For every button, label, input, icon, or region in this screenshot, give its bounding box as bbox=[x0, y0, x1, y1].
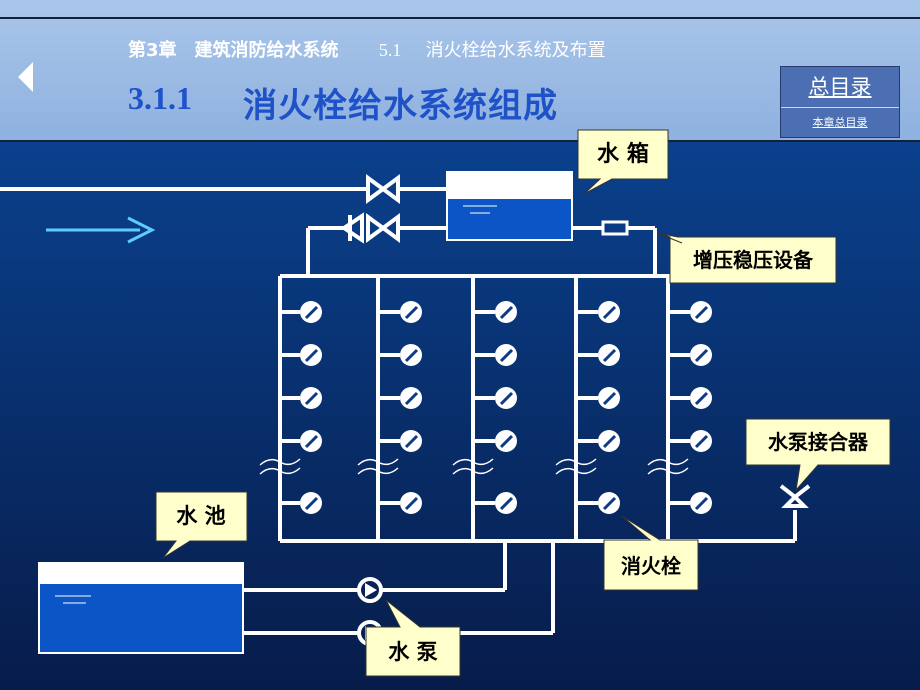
break-mark bbox=[259, 467, 301, 475]
break-mark bbox=[647, 458, 689, 466]
water-pool-icon bbox=[38, 562, 244, 654]
booster-label: 增压稳压设备 bbox=[693, 248, 814, 272]
break-mark bbox=[555, 458, 597, 466]
hydrant-icon bbox=[300, 492, 322, 514]
hydrant-icon bbox=[598, 301, 620, 323]
gate-valve-icon bbox=[366, 174, 400, 204]
hydrant-icon bbox=[598, 430, 620, 452]
header-bottom-line bbox=[0, 140, 920, 142]
water-tank-label: 水 箱 bbox=[597, 141, 649, 167]
hydrant-branches bbox=[280, 310, 690, 505]
break-marks bbox=[259, 458, 689, 475]
hydrant-icon bbox=[690, 492, 712, 514]
hydrant-icon bbox=[300, 387, 322, 409]
page-title: 消火栓给水系统组成 bbox=[243, 86, 558, 126]
hydrant-icon bbox=[495, 344, 517, 366]
tank-inlet-pipes bbox=[0, 187, 686, 278]
check-valve-icon bbox=[340, 212, 400, 244]
header-top-line bbox=[0, 17, 920, 19]
hydrant-icon bbox=[598, 344, 620, 366]
header-bar bbox=[0, 0, 920, 141]
hydrant-icon bbox=[690, 301, 712, 323]
hydrant-icon bbox=[598, 387, 620, 409]
hydrant-icon bbox=[400, 387, 422, 409]
pool-label: 水 池 bbox=[176, 504, 225, 528]
section-title: 消火栓给水系统及布置 bbox=[425, 40, 606, 61]
hydrant-icon bbox=[495, 387, 517, 409]
callout-pump-adapter: 水泵接合器 bbox=[745, 418, 891, 492]
toc-box: 总目录 本章总目录 bbox=[780, 66, 900, 138]
hydrant-icon bbox=[300, 301, 322, 323]
pump-adapter-icon bbox=[779, 484, 811, 508]
callout-pool: 水 池 bbox=[155, 491, 248, 559]
hydrant-icon bbox=[598, 492, 620, 514]
toc-chapter-link[interactable]: 本章总目录 bbox=[812, 116, 868, 129]
callout-booster: 增压稳压设备 bbox=[656, 232, 837, 284]
pump-icon bbox=[357, 577, 383, 603]
pump-adapter-label: 水泵接合器 bbox=[768, 430, 869, 454]
hydrant-icon bbox=[495, 492, 517, 514]
hydrant-label: 消火栓 bbox=[621, 554, 681, 578]
chapter-label: 第3章 建筑消防给水系统 bbox=[128, 40, 339, 61]
break-mark bbox=[452, 467, 494, 475]
hydrant-icon bbox=[300, 344, 322, 366]
break-mark bbox=[647, 467, 689, 475]
hydrant-icon bbox=[690, 430, 712, 452]
hydrant-icon bbox=[400, 344, 422, 366]
section-number: 5.1 bbox=[378, 40, 402, 60]
toc-main-link[interactable]: 总目录 bbox=[781, 67, 899, 108]
hydrant-icon bbox=[690, 387, 712, 409]
hydrant-icon bbox=[400, 430, 422, 452]
flow-arrow-icon bbox=[46, 216, 156, 244]
break-mark bbox=[259, 458, 301, 466]
booster-device-icon bbox=[601, 220, 629, 236]
hydrant-icon bbox=[690, 344, 712, 366]
pump-label: 水 泵 bbox=[388, 640, 437, 664]
callout-water-tank: 水 箱 bbox=[577, 129, 669, 195]
hydrant-icon bbox=[495, 301, 517, 323]
hydrant-group bbox=[300, 301, 712, 514]
break-mark bbox=[357, 458, 399, 466]
hydrant-icon bbox=[400, 492, 422, 514]
back-arrow-icon[interactable] bbox=[18, 62, 33, 92]
hydrant-icon bbox=[400, 301, 422, 323]
break-mark bbox=[357, 467, 399, 475]
callout-pump: 水 泵 bbox=[365, 599, 461, 677]
callout-hydrant: 消火栓 bbox=[603, 515, 699, 591]
break-mark bbox=[555, 467, 597, 475]
chapter-subtitle: 第3章 建筑消防给水系统 5.1 消火栓给水系统及布置 bbox=[128, 36, 606, 62]
hydrant-icon bbox=[495, 430, 517, 452]
page-title-number: 3.1.1 bbox=[128, 80, 192, 116]
water-tank-icon bbox=[446, 171, 573, 241]
break-mark bbox=[452, 458, 494, 466]
hydrant-icon bbox=[300, 430, 322, 452]
riser-pipes bbox=[278, 276, 797, 543]
